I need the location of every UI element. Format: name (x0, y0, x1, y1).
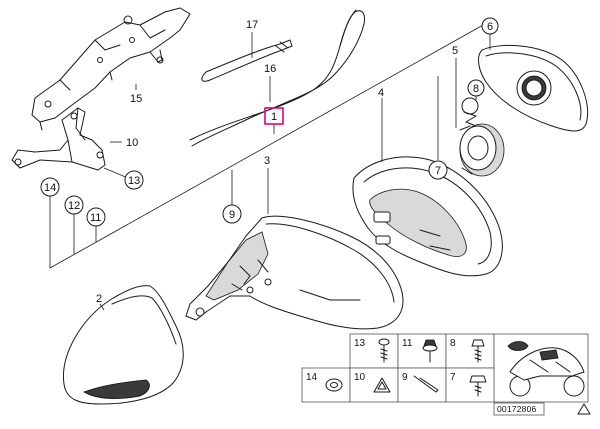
callout-13-circle[interactable]: 13 (124, 170, 144, 190)
callouts: 15 17 16 10 1 3 4 5 2 6 8 7 9 1 (40, 17, 499, 305)
part-8-retaining-ring[interactable] (461, 97, 479, 127)
callout-16[interactable]: 16 (264, 63, 276, 75)
callout-7-circle[interactable]: 7 (428, 160, 448, 180)
hardware-legend: 13 11 8 14 10 9 7 (301, 333, 589, 403)
legend-label-11: 11 (402, 338, 413, 349)
callout-2[interactable]: 2 (96, 293, 102, 305)
warning-triangle-icon (577, 403, 591, 415)
callout-1: 1 (271, 111, 277, 123)
callout-7: 7 (435, 165, 441, 177)
callout-14: 14 (44, 182, 56, 194)
leader-lines (49, 19, 493, 311)
part-2-mirror-cover[interactable] (62, 285, 184, 405)
legend-label-8: 8 (450, 338, 456, 349)
washer-14-icon[interactable] (325, 378, 343, 392)
callout-6-circle[interactable]: 6 (481, 17, 499, 35)
callout-8: 8 (473, 83, 479, 95)
callout-12: 12 (68, 200, 80, 212)
bolt-11-icon[interactable] (422, 339, 438, 363)
legend-label-7: 7 (450, 372, 456, 383)
callout-15[interactable]: 15 (130, 93, 142, 105)
callout-11-circle[interactable]: 11 (86, 207, 106, 227)
callout-5[interactable]: 5 (452, 45, 458, 57)
callout-6: 6 (487, 21, 493, 33)
part-7-adjuster-motor[interactable] (459, 123, 505, 177)
part-6-mirror-glass[interactable] (478, 44, 588, 132)
part-16-cable[interactable] (189, 9, 365, 147)
part-10-bracket[interactable] (11, 107, 106, 171)
callout-4[interactable]: 4 (378, 87, 384, 99)
callout-9: 9 (229, 209, 235, 221)
reference-number-box: 00172806 (493, 402, 545, 416)
callout-13: 13 (128, 175, 140, 187)
legend-label-13: 13 (354, 338, 366, 349)
callout-8-circle[interactable]: 8 (467, 79, 485, 97)
wire-clip-9-icon[interactable] (413, 375, 439, 393)
motorcycle-thumbnail-icon[interactable] (507, 341, 585, 397)
callout-14-circle[interactable]: 14 (40, 177, 60, 197)
part-4-mirror-housing[interactable] (352, 156, 503, 277)
callout-3[interactable]: 3 (264, 155, 270, 167)
callout-12-circle[interactable]: 12 (64, 195, 84, 215)
part-17-strap[interactable] (201, 39, 293, 82)
reference-number: 00172806 (497, 404, 536, 414)
legend-label-14: 14 (306, 372, 318, 383)
clip-10-icon[interactable] (373, 377, 391, 393)
callout-9-circle[interactable]: 9 (222, 204, 242, 224)
legend-label-9: 9 (402, 372, 408, 383)
callout-10[interactable]: 10 (126, 137, 138, 149)
legend-label-10: 10 (354, 372, 366, 383)
callout-1-highlighted[interactable]: 1 (264, 107, 284, 125)
screw-13-icon[interactable] (378, 338, 390, 363)
screw-7-icon[interactable] (469, 375, 487, 397)
callout-11: 11 (90, 212, 101, 224)
callout-17[interactable]: 17 (246, 19, 258, 31)
screw-8-icon[interactable] (471, 339, 485, 363)
part-15-bracket[interactable] (31, 7, 191, 131)
part-3-mirror-base[interactable] (185, 215, 404, 330)
